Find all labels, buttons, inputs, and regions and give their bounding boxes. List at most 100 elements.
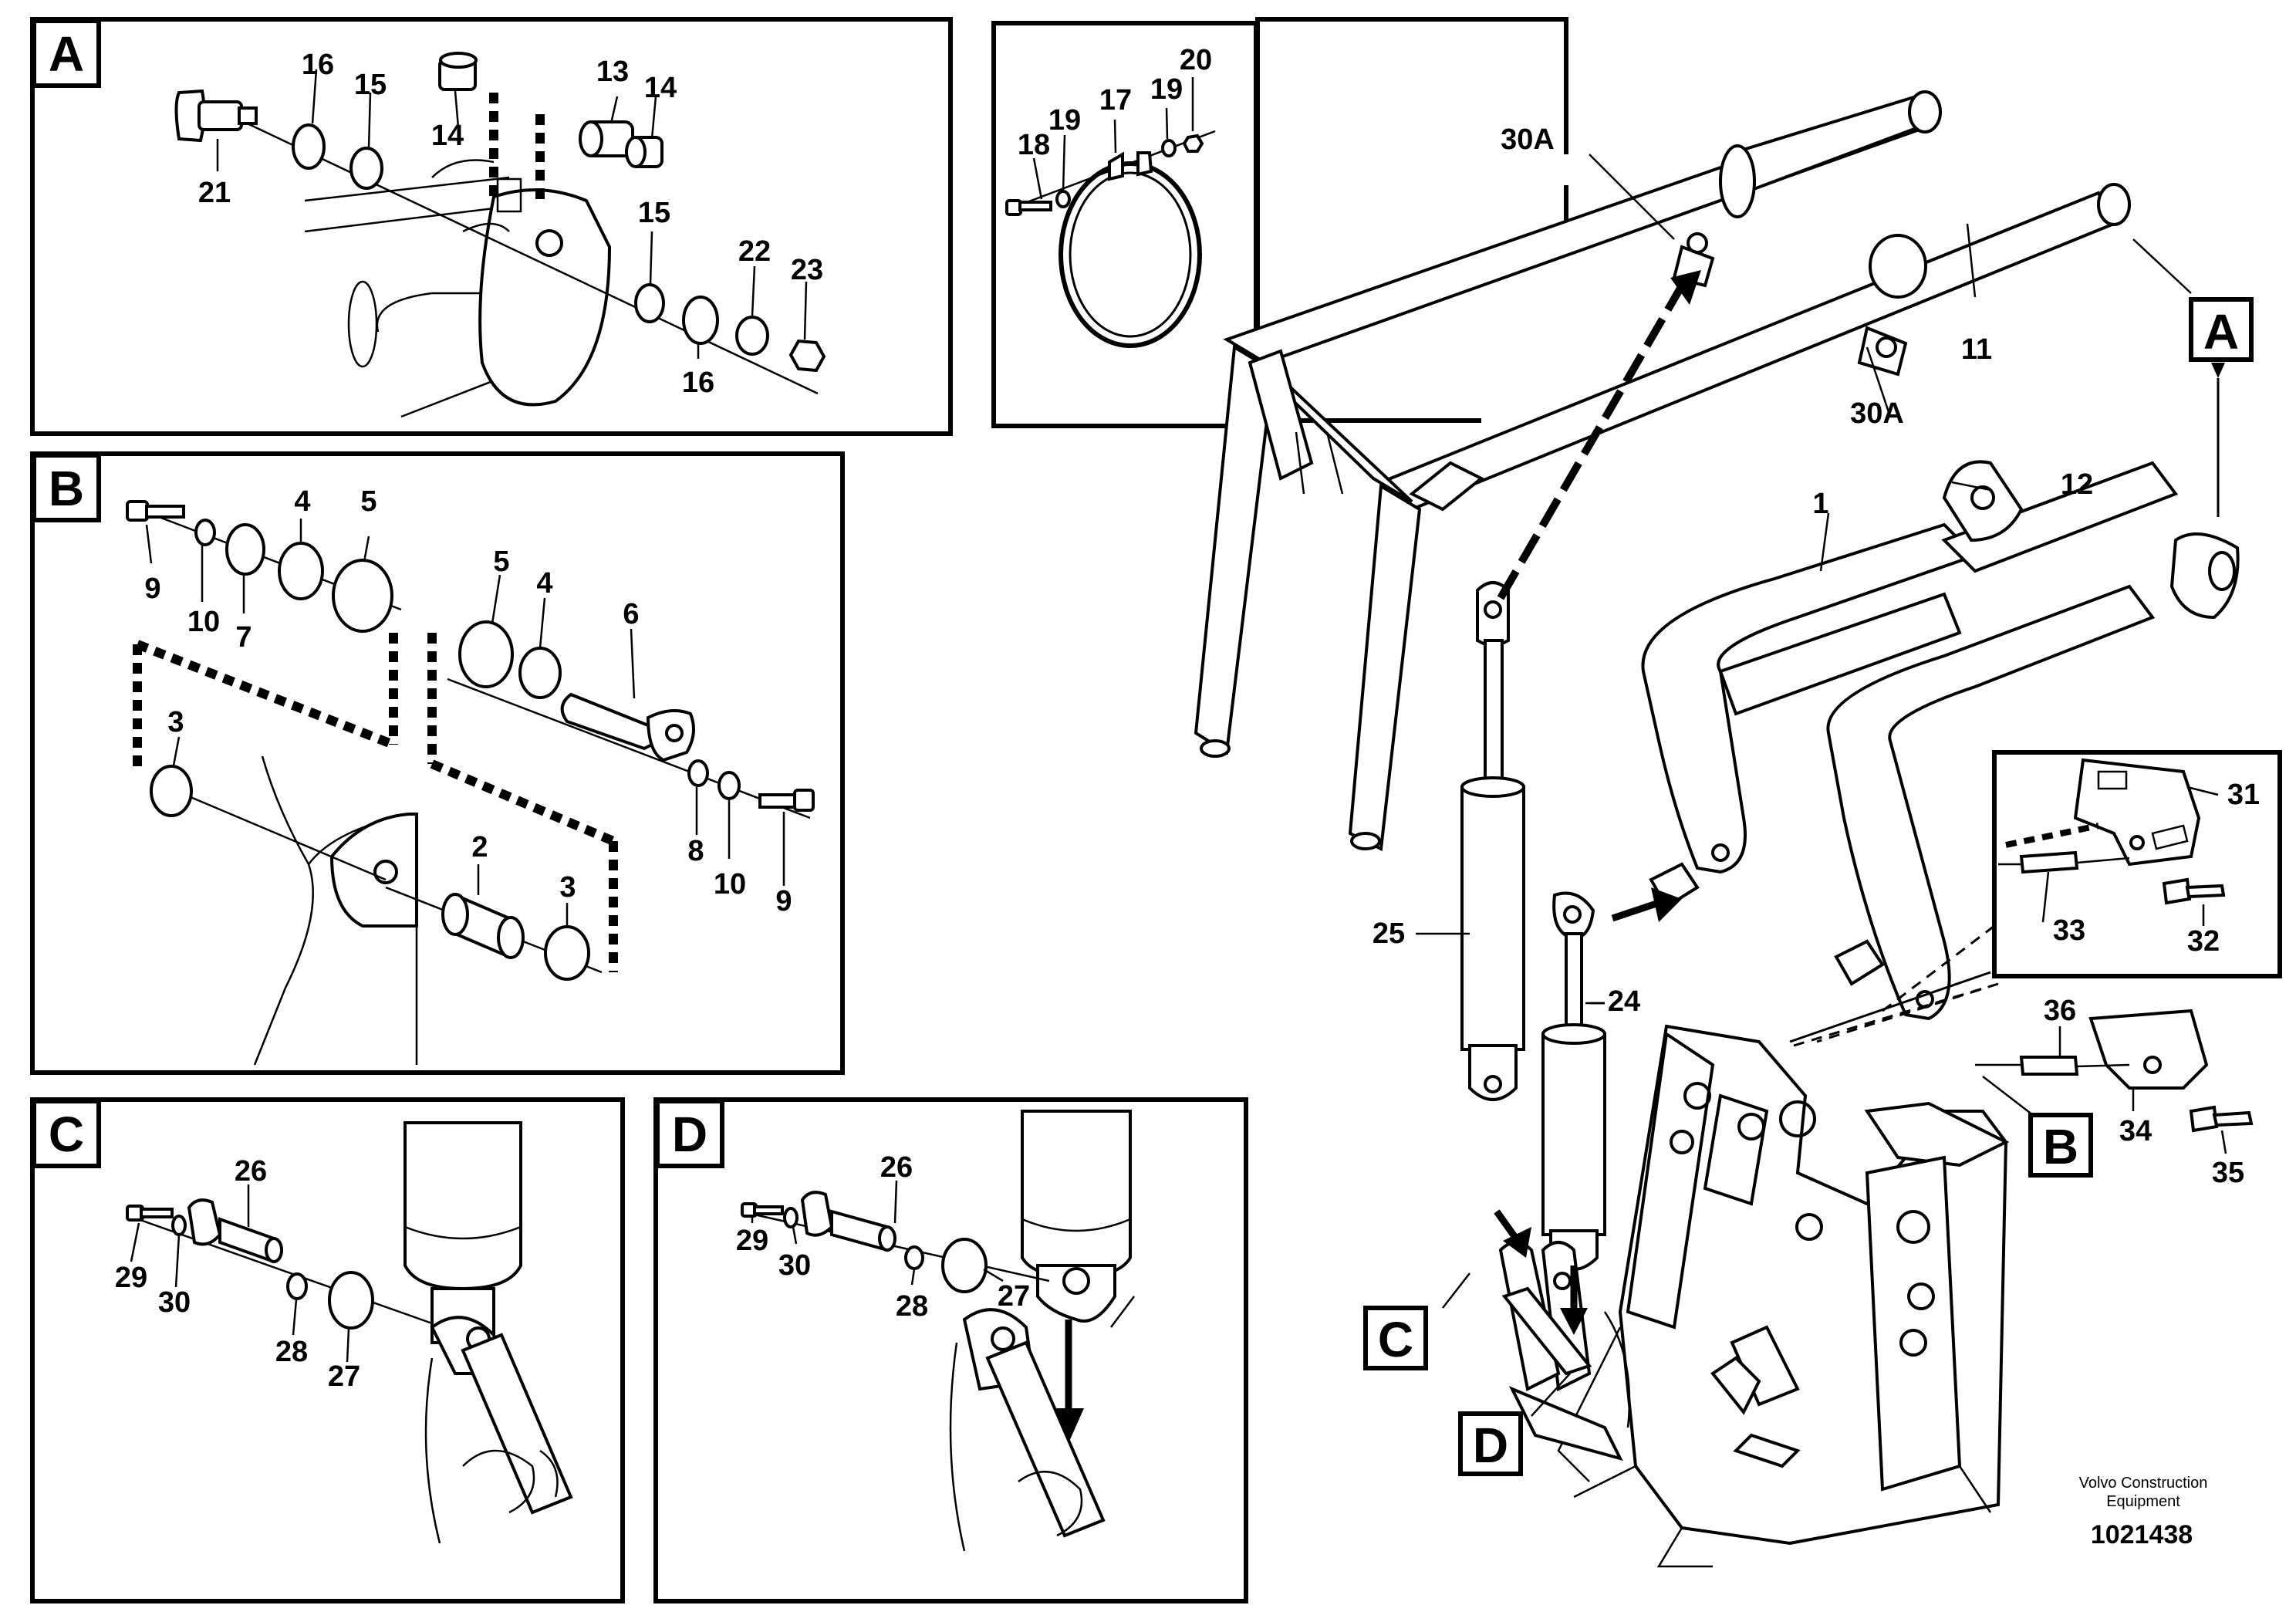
panel-c-frame [30, 1097, 625, 1603]
panel-a: A [30, 17, 953, 436]
panel-d-frame [653, 1097, 1248, 1603]
label-9b: 9 [775, 885, 792, 917]
bushing-14a [438, 52, 478, 91]
main-assembly: A B C D 30A 11 30A 1 12 25 24 31 33 32 3… [1194, 90, 2282, 1568]
grease-pin-26c [187, 1198, 283, 1264]
label-30c: 30 [158, 1286, 191, 1319]
panel-c-letter-box [32, 1099, 101, 1168]
arrow-24-down-head [1560, 1308, 1588, 1335]
sensor-box [1992, 750, 2282, 978]
panel-b-frame [30, 451, 845, 1075]
panel-b-letter: B [49, 461, 84, 516]
label-5b: 5 [493, 546, 509, 578]
label-27c: 27 [328, 1360, 360, 1393]
label-26d: 26 [880, 1151, 913, 1184]
bolt-18 [1005, 199, 1052, 216]
label-16: 16 [302, 49, 334, 81]
sensor-box-frame [1992, 750, 2282, 978]
panel-b-dash-2 [427, 633, 618, 972]
label-14b: 14 [644, 72, 677, 104]
label-33: 33 [2053, 914, 2085, 947]
panel-d: D 26 29 30 [653, 1097, 1248, 1603]
seal-4b [518, 647, 562, 699]
front-frame [1498, 1024, 2010, 1568]
label-28d: 28 [896, 1290, 928, 1323]
clamp-17 [1059, 151, 1202, 348]
washer-28c [286, 1272, 308, 1300]
callout-c-box [1363, 1306, 1428, 1370]
arrow-25-down-head [1503, 1227, 1531, 1258]
callout-c: C [1378, 1312, 1413, 1367]
panel-c-letter: C [49, 1107, 84, 1162]
bolt-29c [126, 1205, 174, 1222]
brand-line-2: Equipment [2106, 1493, 2180, 1510]
label-15: 15 [354, 69, 387, 101]
label-31: 31 [2227, 779, 2260, 811]
label-12: 12 [2061, 468, 2093, 501]
label-17: 17 [1099, 84, 1132, 117]
label-19b: 19 [1150, 73, 1183, 106]
callout-d-box [1458, 1411, 1523, 1476]
label-7: 7 [235, 621, 252, 654]
label-28c: 28 [275, 1336, 308, 1368]
panel-d-structure [949, 1110, 1135, 1552]
label-26c: 26 [235, 1155, 267, 1188]
label-30A-top: 30A [1501, 123, 1555, 156]
z-bar-frame-1 [1641, 460, 2240, 1021]
label-6: 6 [623, 598, 639, 630]
label-3b: 3 [559, 871, 576, 904]
panel-a-structure [304, 159, 612, 418]
nut-23 [788, 339, 826, 373]
callout-a-leader [2132, 238, 2192, 294]
panel-c-structure [403, 1121, 573, 1544]
label-11: 11 [1961, 333, 1992, 366]
cylinder-24 [1541, 891, 1606, 1271]
label-1: 1 [1812, 488, 1828, 520]
callout-b-leader [1982, 1076, 2034, 1116]
drawing-id: 1021438 [2091, 1520, 2193, 1549]
label-18: 18 [1018, 129, 1050, 161]
washer-8 [687, 759, 709, 787]
washer-30c [171, 1215, 187, 1236]
callout-d: D [1473, 1418, 1508, 1473]
washer-19b [1161, 139, 1177, 157]
panel-c: C 26 29 30 28 27 [30, 1097, 625, 1603]
connector-line [1789, 971, 1991, 1043]
connector-dashed-1 [1793, 982, 1999, 1047]
pin-21 [174, 89, 258, 143]
bolt-9b [758, 789, 815, 812]
washer-28d [904, 1245, 924, 1270]
label-4: 4 [294, 485, 310, 518]
panel-d-letter: D [672, 1107, 707, 1162]
washer-19a [1055, 190, 1071, 208]
seal-16b [682, 296, 719, 345]
washer-10a [194, 519, 216, 546]
label-20: 20 [1180, 44, 1212, 76]
sensor-34-group [1975, 1009, 2254, 1154]
footer: Volvo Construction Equipment 1021438 [2079, 1475, 2208, 1549]
label-34: 34 [2119, 1115, 2152, 1147]
label-29d: 29 [736, 1225, 768, 1257]
label-3: 3 [167, 706, 184, 738]
label-24: 24 [1608, 985, 1640, 1018]
label-13: 13 [596, 56, 629, 88]
label-16b: 16 [682, 367, 714, 399]
main-dashed-arrow-head [1670, 270, 1701, 305]
connector-dashed-2 [1882, 924, 1995, 1012]
label-21: 21 [198, 177, 231, 209]
arrow-24-head [1651, 887, 1682, 922]
label-29c: 29 [115, 1262, 147, 1294]
label-30A-bottom: 30A [1850, 397, 1904, 430]
callout-d-leader [1531, 1373, 1571, 1417]
oring-5a [332, 559, 393, 633]
oring-5b [458, 620, 514, 688]
seal-16a [292, 123, 326, 170]
label-5: 5 [360, 485, 376, 518]
panel-d-arrow-head [1053, 1408, 1084, 1443]
label-22: 22 [738, 235, 771, 268]
label-14: 14 [431, 120, 464, 152]
panel-a-letter: A [49, 26, 84, 82]
panel-b-axis-2 [447, 678, 811, 819]
panel-a-axis [238, 118, 819, 395]
